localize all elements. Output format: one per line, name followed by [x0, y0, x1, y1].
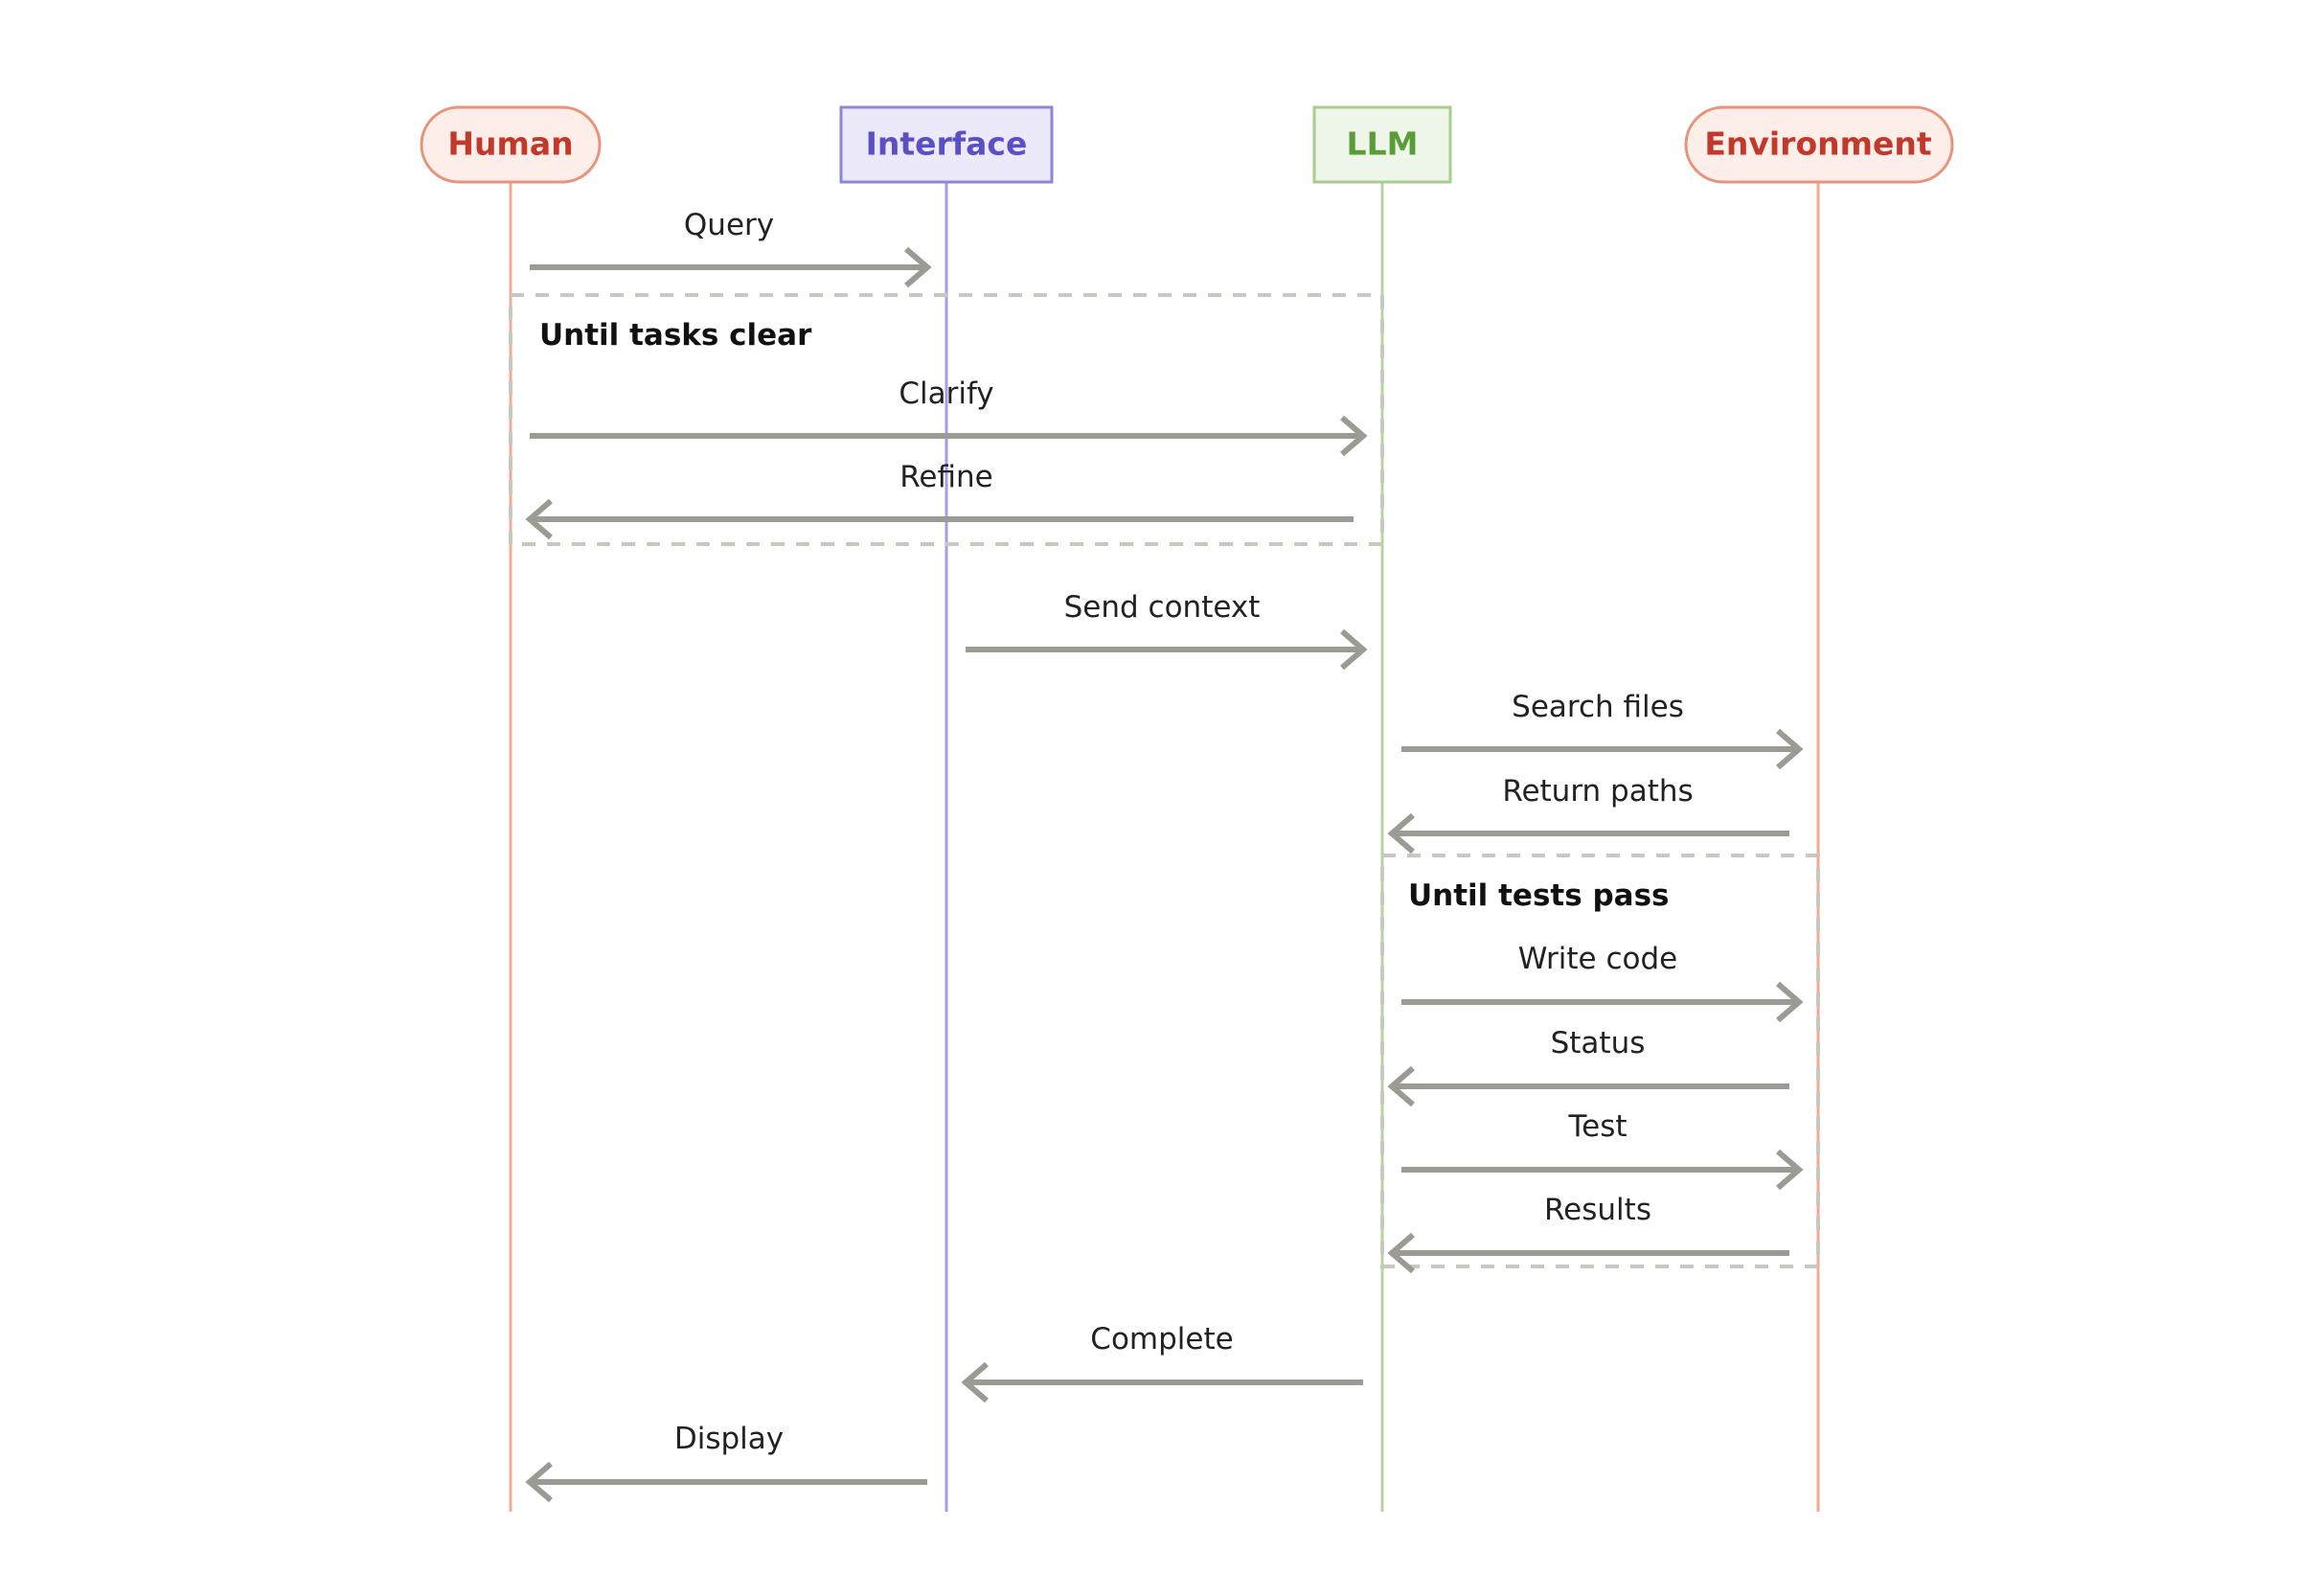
actor-llm[interactable]: LLM — [1312, 105, 1452, 184]
message-write-code: Write code — [1401, 942, 1804, 1023]
message-label-results: Results — [1544, 1193, 1651, 1227]
message-query: Query — [530, 208, 932, 288]
message-clarify: Clarify — [530, 376, 1368, 457]
actor-interface[interactable]: Interface — [839, 105, 1054, 184]
actor-box-human[interactable] — [420, 105, 602, 184]
arrow-head-clarify — [1340, 415, 1368, 457]
arrow-head-status — [1387, 1065, 1415, 1107]
message-refine: Refine — [525, 460, 1354, 540]
arrow-head-display — [525, 1461, 553, 1503]
actor-boxes-layer: Human Interface LLM Environment — [420, 105, 1954, 184]
arrow-head-search-files — [1776, 728, 1804, 770]
arrow-head-return-paths — [1387, 812, 1415, 855]
actor-label-interface: Interface — [866, 125, 1028, 163]
arrow-head-results — [1387, 1232, 1415, 1274]
message-send-context: Send context — [966, 590, 1368, 671]
actor-human[interactable]: Human — [420, 105, 602, 184]
message-label-send-context: Send context — [1064, 590, 1261, 625]
message-label-query: Query — [684, 208, 774, 242]
message-results: Results — [1387, 1193, 1789, 1274]
message-label-write-code: Write code — [1518, 942, 1677, 976]
actor-environment[interactable]: Environment — [1684, 105, 1954, 184]
message-search-files: Search files — [1401, 690, 1804, 770]
message-label-complete: Complete — [1090, 1322, 1233, 1357]
loop-title-until-tasks-clear: Until tasks clear — [539, 318, 812, 353]
message-display: Display — [525, 1422, 927, 1503]
arrow-head-write-code — [1776, 981, 1804, 1023]
message-label-clarify: Clarify — [899, 376, 993, 411]
message-return-paths: Return paths — [1387, 774, 1789, 855]
arrow-head-test — [1776, 1149, 1804, 1191]
message-label-refine: Refine — [899, 460, 992, 494]
arrow-head-complete — [961, 1361, 989, 1403]
actor-box-environment[interactable] — [1684, 105, 1954, 184]
arrow-head-send-context — [1340, 628, 1368, 671]
message-status: Status — [1387, 1026, 1789, 1107]
actor-label-human: Human — [447, 125, 573, 163]
lifelines-layer — [509, 182, 1820, 1512]
arrow-head-query — [904, 246, 932, 288]
actor-label-llm: LLM — [1347, 125, 1419, 163]
message-label-return-paths: Return paths — [1502, 774, 1693, 809]
loop-box-until-tasks-clear — [509, 293, 1384, 546]
message-label-display: Display — [674, 1422, 784, 1456]
message-complete: Complete — [961, 1322, 1363, 1403]
actor-label-environment: Environment — [1704, 125, 1932, 163]
loop-title-until-tests-pass: Until tests pass — [1408, 878, 1669, 913]
message-label-status: Status — [1551, 1026, 1646, 1060]
message-label-test: Test — [1567, 1109, 1627, 1144]
message-test: Test — [1401, 1109, 1804, 1191]
arrow-head-refine — [525, 498, 553, 540]
message-label-search-files: Search files — [1512, 690, 1684, 724]
actor-box-interface[interactable] — [839, 105, 1054, 184]
actor-box-llm[interactable] — [1312, 105, 1452, 184]
